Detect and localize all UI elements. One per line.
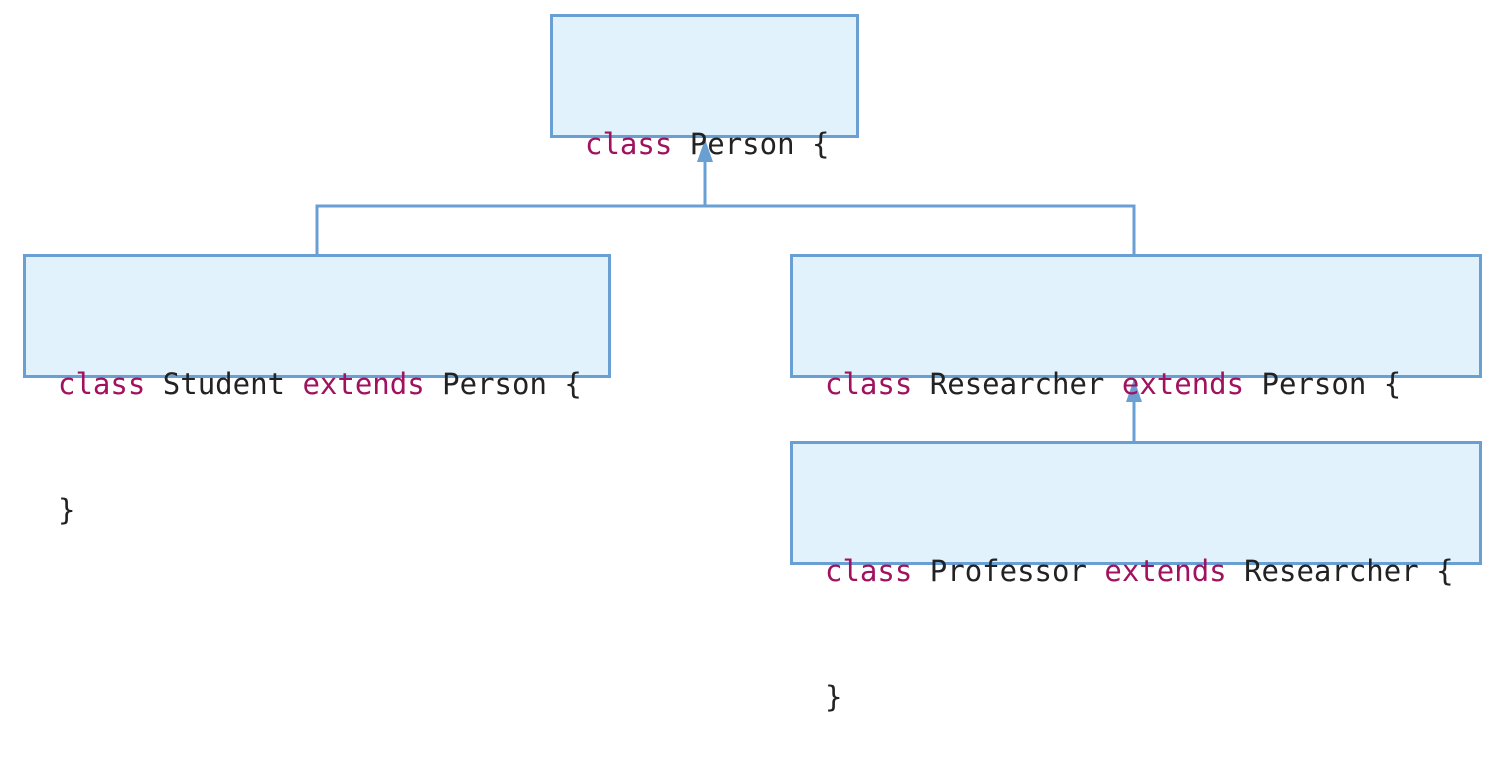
researcher-class-box: class Researcher extends Person { } bbox=[790, 254, 1482, 527]
parent-class-name: Researcher bbox=[1244, 554, 1419, 588]
extends-keyword: extends bbox=[302, 367, 425, 401]
person-class-box: class Person { } bbox=[550, 14, 859, 287]
professor-closing-line: } bbox=[825, 676, 1479, 718]
professor-class-box: class Professor extends Researcher { } bbox=[790, 441, 1482, 714]
researcher-arrowhead-icon bbox=[1126, 379, 1142, 402]
researcher-declaration-line: class Researcher extends Person { bbox=[825, 363, 1479, 405]
class-keyword: class bbox=[825, 554, 913, 588]
student-class-box: class Student extends Person { } bbox=[23, 254, 611, 527]
class-name: Student bbox=[162, 367, 285, 401]
researcher-to-person-connector bbox=[705, 204, 1136, 254]
class-name: Researcher bbox=[929, 367, 1105, 401]
open-brace: { bbox=[1383, 367, 1402, 401]
person-arrowhead-icon bbox=[697, 139, 713, 162]
class-name: Person bbox=[689, 127, 795, 161]
close-brace: } bbox=[825, 680, 843, 714]
parent-class-name: Person bbox=[1261, 367, 1367, 401]
class-keyword: class bbox=[58, 367, 146, 401]
close-brace: } bbox=[58, 493, 76, 527]
open-brace: { bbox=[812, 127, 830, 161]
professor-declaration-line: class Professor extends Researcher { bbox=[825, 550, 1479, 592]
student-closing-line: } bbox=[58, 489, 608, 531]
class-keyword: class bbox=[585, 127, 673, 161]
extends-keyword: extends bbox=[1104, 554, 1227, 588]
student-declaration-line: class Student extends Person { bbox=[58, 363, 608, 405]
open-brace: { bbox=[1436, 554, 1454, 588]
parent-class-name: Person bbox=[442, 367, 547, 401]
open-brace: { bbox=[564, 367, 582, 401]
inheritance-connectors bbox=[315, 139, 1142, 441]
extends-keyword: extends bbox=[1121, 367, 1245, 401]
student-to-person-connector bbox=[315, 204, 705, 254]
person-declaration-line: class Person { bbox=[585, 123, 856, 165]
class-keyword: class bbox=[825, 367, 913, 401]
class-name: Professor bbox=[929, 554, 1087, 588]
